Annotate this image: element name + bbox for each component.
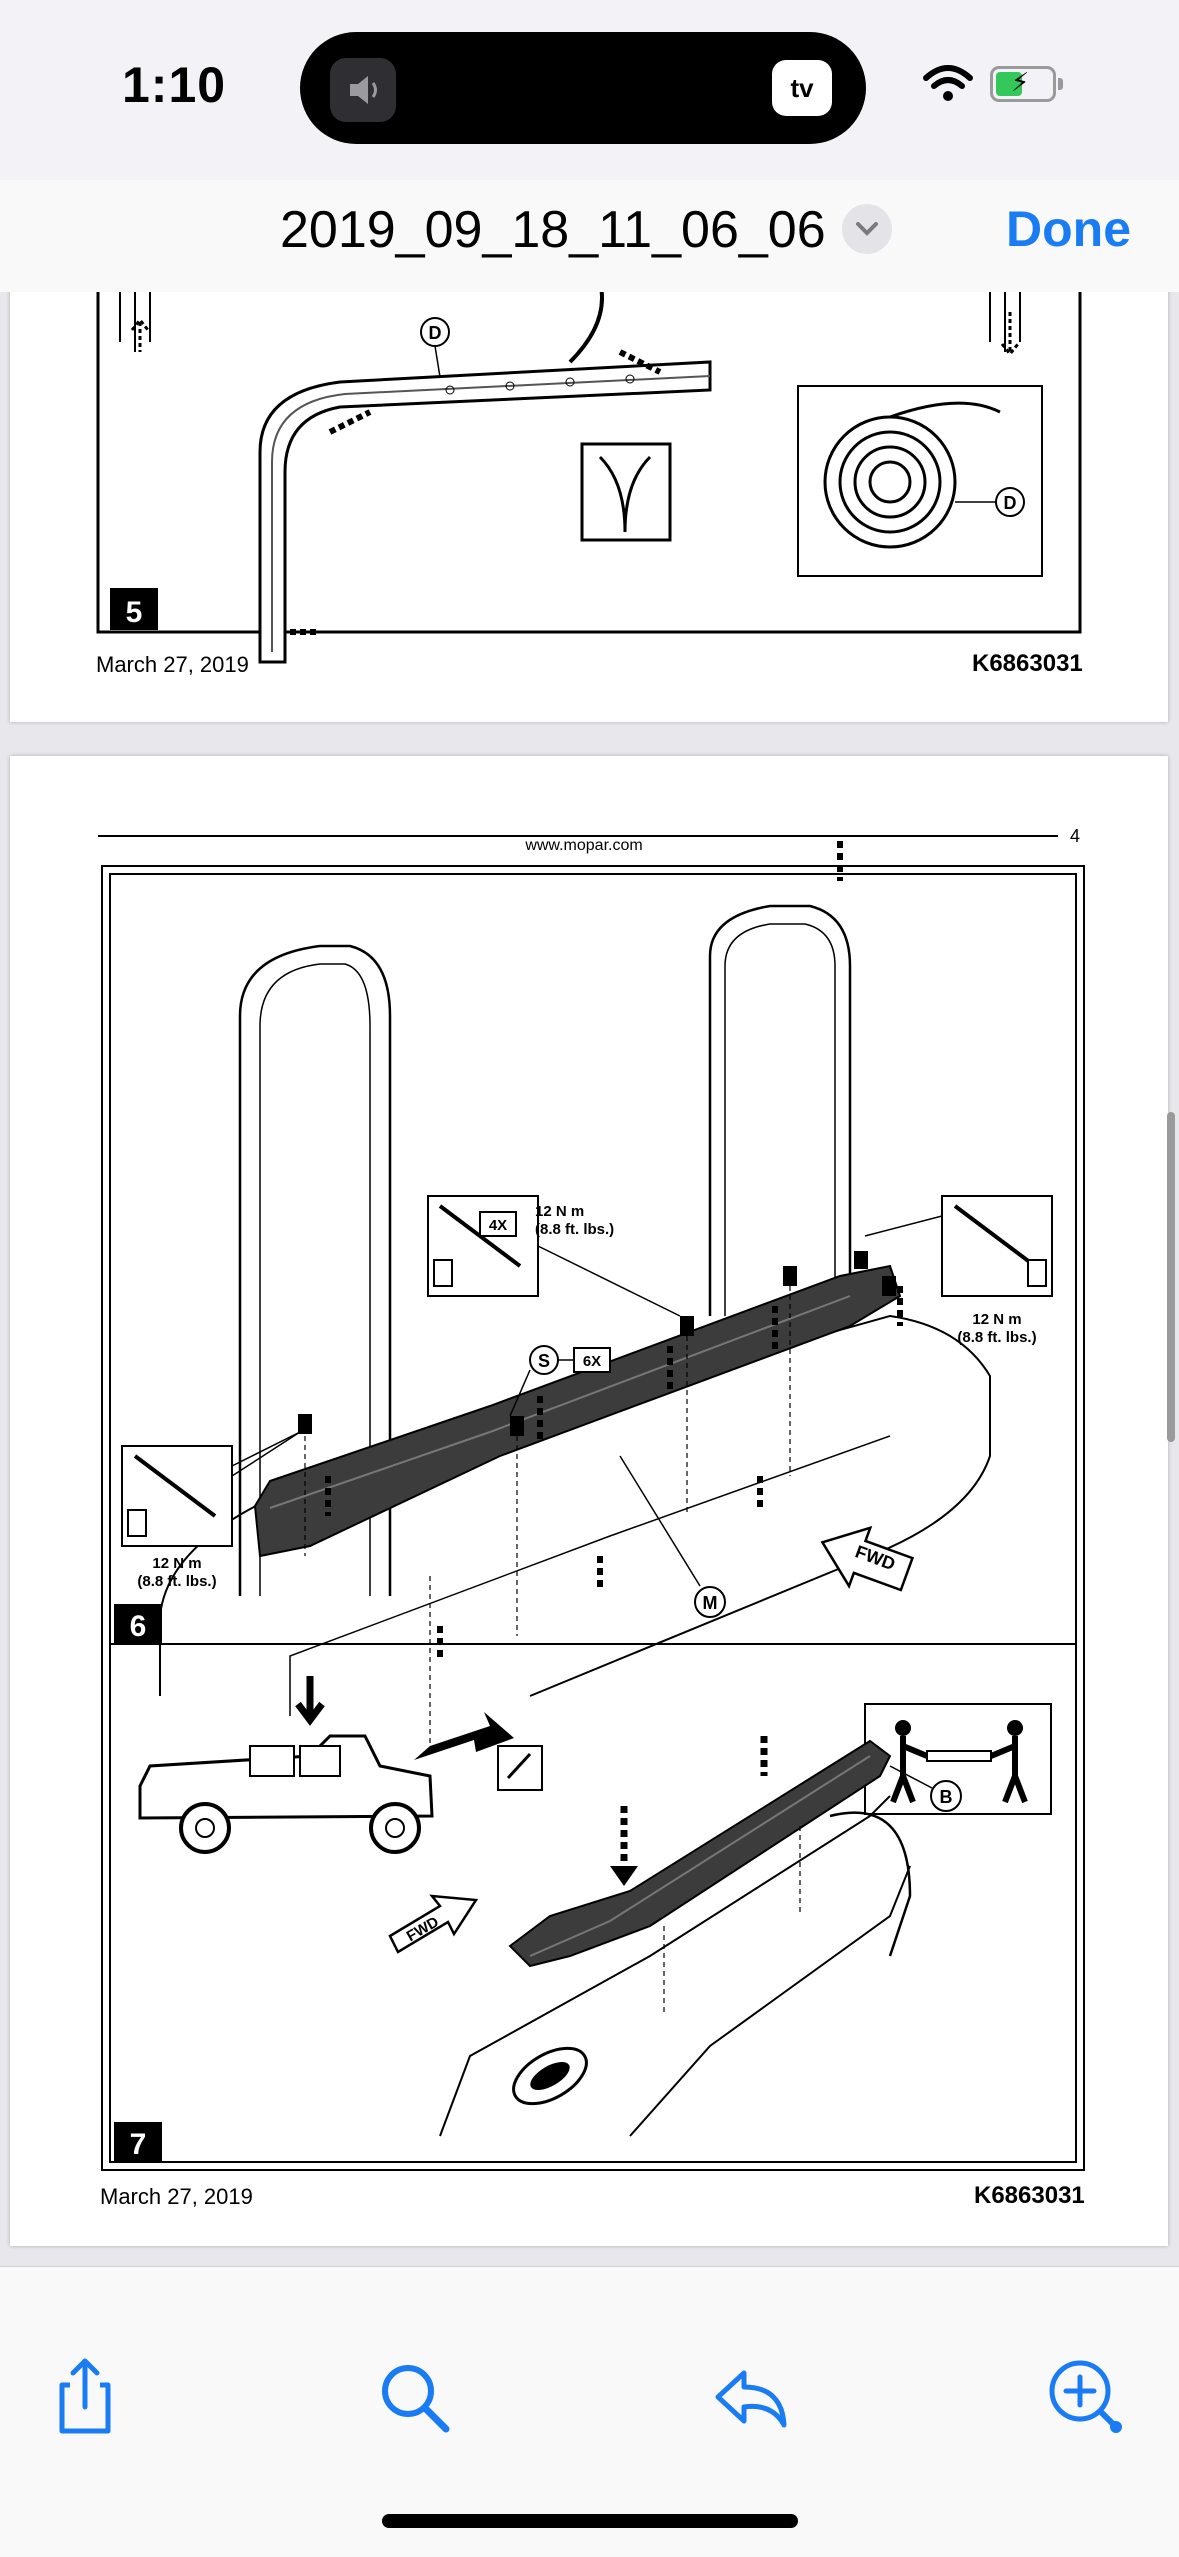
page-code: K6863031	[974, 2182, 1085, 2209]
page-date: March 27, 2019	[100, 2184, 253, 2209]
torque-top-imperial: (8.8 ft. lbs.)	[535, 1221, 614, 1238]
document-title[interactable]: 2019_09_18_11_06_06	[280, 201, 826, 259]
callout-s: S	[538, 1351, 550, 1371]
callout-d: D	[429, 323, 442, 343]
share-icon[interactable]	[40, 2351, 130, 2441]
title-bar: 2019_09_18_11_06_06 Done	[0, 180, 1179, 293]
done-button[interactable]: Done	[1006, 201, 1131, 257]
torque-left-imperial: (8.8 ft. lbs.)	[137, 1573, 216, 1590]
speaker-icon	[330, 58, 396, 122]
home-indicator[interactable]	[382, 2514, 798, 2528]
callout-m: M	[703, 1593, 718, 1613]
figure-step-5: D D 5	[96, 292, 1082, 664]
svg-text:D: D	[1004, 493, 1017, 513]
qty-4x: 4X	[489, 1217, 507, 1234]
page-code: K6863031	[972, 650, 1083, 677]
search-icon[interactable]	[370, 2351, 460, 2441]
apple-tv-icon: tv	[772, 60, 832, 116]
wifi-icon	[922, 64, 974, 109]
step-number-6: 6	[130, 1610, 147, 1643]
scrollbar[interactable]	[1167, 1112, 1175, 1442]
chevron-down-icon[interactable]	[842, 204, 892, 254]
step-number-5: 5	[126, 596, 143, 629]
figure-steps-6-7: www.mopar.com 4	[98, 826, 1085, 2171]
reply-icon[interactable]	[706, 2351, 796, 2441]
torque-right: 12 N m	[972, 1311, 1021, 1328]
callout-b: B	[940, 1787, 953, 1807]
bottom-toolbar	[0, 2266, 1179, 2557]
torque-right-imperial: (8.8 ft. lbs.)	[957, 1329, 1036, 1346]
battery-icon: ⚡	[990, 66, 1063, 102]
qty-6x: 6X	[583, 1353, 601, 1370]
torque-left: 12 N m	[152, 1555, 201, 1572]
status-time: 1:10	[122, 57, 227, 113]
torque-top: 12 N m	[535, 1203, 584, 1220]
dynamic-island[interactable]: tv	[300, 32, 866, 144]
page-number: 4	[1070, 826, 1080, 846]
document-viewer[interactable]: D D 5 March 27, 2019 K6863031 www.m	[0, 292, 1179, 2266]
status-bar: 1:10 tv ⚡	[0, 0, 1179, 180]
page-4: www.mopar.com 4	[10, 756, 1168, 2246]
step-number-7: 7	[130, 2128, 147, 2161]
page-previous: D D 5 March 27, 2019 K6863031	[10, 292, 1168, 722]
page-date: March 27, 2019	[96, 652, 249, 677]
markup-icon[interactable]	[1040, 2351, 1130, 2441]
header-url: www.mopar.com	[524, 837, 642, 854]
